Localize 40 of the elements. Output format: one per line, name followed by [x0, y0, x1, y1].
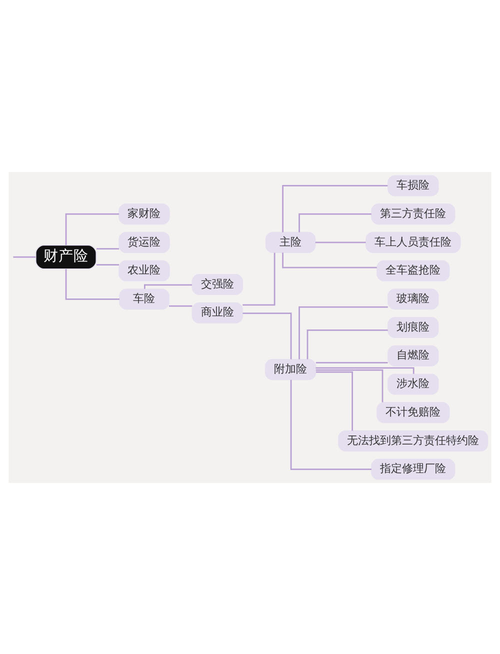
node-box: 无法找到第三方责任特约险	[338, 430, 488, 451]
connector	[144, 284, 192, 288]
connector	[242, 252, 276, 306]
connector	[242, 312, 292, 359]
node-box: 货运险	[118, 231, 170, 252]
node-box: 财产险	[35, 244, 97, 269]
connector	[169, 304, 192, 306]
node-box: 车险	[119, 288, 170, 310]
connector	[306, 329, 388, 359]
connector	[282, 184, 388, 232]
connector	[298, 306, 388, 359]
connector	[316, 370, 353, 430]
connector	[13, 256, 36, 258]
node-box: 玻璃险	[388, 288, 439, 310]
node-box: 车损险	[388, 174, 439, 196]
connector	[290, 379, 372, 470]
node-box: 划痕险	[388, 316, 439, 338]
node-box: 第三方责任险	[371, 203, 456, 224]
connector	[65, 268, 120, 300]
node-box: 主险	[265, 231, 316, 252]
connector	[96, 248, 120, 250]
node-box: 涉水险	[388, 373, 439, 394]
connector	[96, 264, 120, 266]
connector	[298, 212, 372, 232]
node-box: 交强险	[192, 273, 244, 295]
connector	[282, 252, 377, 268]
connector	[316, 362, 388, 363]
node-box: 附加险	[264, 358, 316, 380]
node-box: 车上人员责任险	[366, 231, 461, 252]
node-box: 农业险	[118, 260, 170, 281]
node-box: 指定修理厂险	[371, 458, 456, 480]
node-box: 家财险	[118, 203, 170, 224]
connector	[316, 368, 384, 402]
node-box: 不计免赔险	[376, 402, 450, 423]
connector	[65, 212, 120, 245]
node-box: 自燃险	[388, 344, 439, 366]
node-box: 全车盗抢险	[376, 260, 450, 281]
connector	[315, 241, 366, 243]
node-box: 商业险	[192, 302, 244, 323]
connector	[316, 366, 414, 374]
